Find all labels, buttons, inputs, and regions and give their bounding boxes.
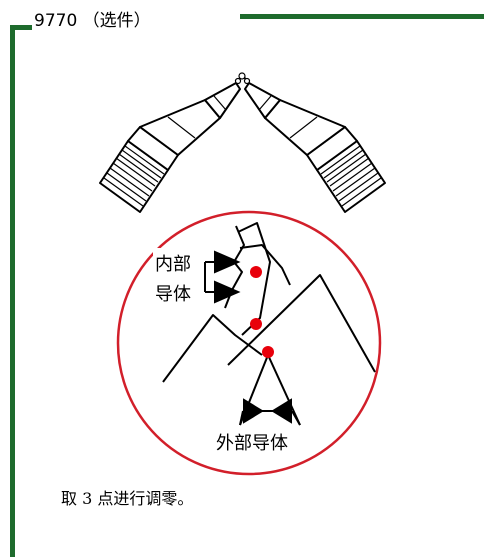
left-probe-illustration	[99, 74, 244, 213]
inner-label-bg	[153, 248, 195, 308]
frame-top-left-border	[10, 25, 32, 30]
zero-point-2	[250, 318, 262, 330]
frame-top-right-border	[240, 14, 484, 19]
zero-adjust-points	[250, 266, 274, 358]
outer-conductor-label: 外部导体	[216, 433, 288, 454]
caption-text: 取 3 点进行调零。	[61, 489, 194, 508]
inner-conductor-arrow-icons	[204, 250, 241, 304]
zero-point-3	[262, 346, 274, 358]
inner-conductor-label-line1: 内部	[155, 254, 191, 275]
right-probe-illustration	[241, 74, 386, 213]
zero-point-1	[250, 266, 262, 278]
inner-conductor-label-line2: 导体	[155, 284, 191, 305]
probe-tip-contact-icon	[234, 72, 251, 85]
outer-label-bg	[214, 427, 302, 453]
section-title: 9770 （选件）	[34, 11, 151, 31]
frame-left-border	[10, 25, 15, 557]
outer-conductor-arrow-icons	[239, 398, 301, 426]
